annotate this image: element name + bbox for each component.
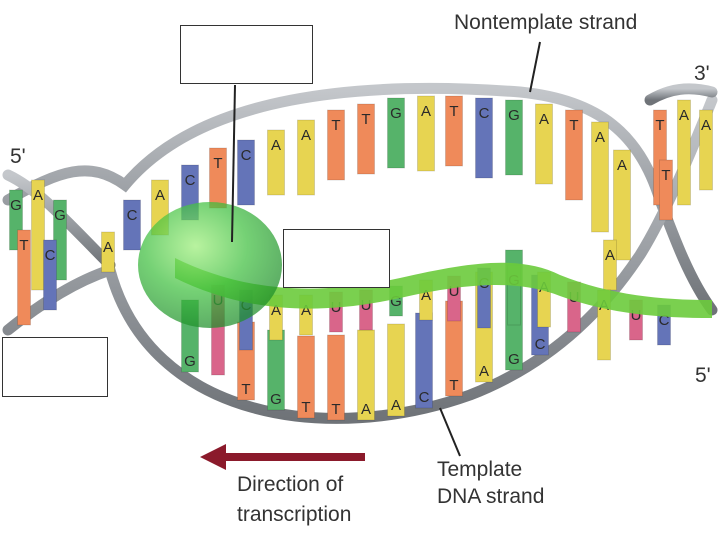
template-base-letter: T: [241, 381, 250, 398]
nontemplate-base-rung: [327, 109, 345, 181]
nontemplate-base-rung: [267, 129, 285, 196]
template-base-letter: G: [184, 353, 196, 370]
template-base-letter: C: [419, 389, 430, 406]
nontemplate-base-rung: [387, 97, 405, 169]
left-helix-base-letter: T: [19, 237, 28, 254]
nontemplate-strand-label: Nontemplate strand: [454, 11, 638, 34]
nontemplate-base-rung: [591, 121, 609, 233]
nontemplate-base-letter: C: [479, 105, 490, 122]
right-helix-backbone-upper: [644, 83, 718, 106]
right-helix-base-letter: T: [655, 117, 664, 134]
nontemplate-base-letter: A: [271, 137, 281, 154]
direction-label-line1: Direction of: [237, 473, 344, 496]
left-helix-base-rung: [17, 229, 31, 326]
nontemplate-base-rung: [565, 109, 583, 201]
rna-base-letter: A: [301, 302, 311, 319]
rna-base-letter: A: [421, 287, 431, 304]
nontemplate-base-letter: T: [213, 155, 222, 172]
template-base-letter: A: [479, 363, 489, 380]
nontemplate-base-letter: G: [508, 107, 520, 124]
nontemplate-base-letter: C: [185, 172, 196, 189]
right-helix-base-rung: [659, 159, 673, 221]
nontemplate-base-letter: A: [595, 129, 605, 146]
template-base-letter: A: [391, 397, 401, 414]
blank-label-box-promoter[interactable]: [2, 337, 108, 397]
nontemplate-base-letter: A: [155, 187, 165, 204]
nontemplate-base-rung: [357, 103, 375, 175]
nontemplate-base-letter: A: [421, 103, 431, 120]
blank-label-box-polymerase[interactable]: [180, 25, 313, 84]
left-helix-base-rung: [43, 239, 57, 311]
rna-base-letter: U: [361, 297, 372, 314]
direction-label-line2: transcription: [237, 503, 352, 526]
template-label-line2: DNA strand: [437, 485, 545, 508]
nontemplate-base-letter: T: [449, 103, 458, 120]
template-base-letter: G: [270, 391, 282, 408]
direction-label: Direction of transcription: [237, 470, 351, 530]
nontemplate-base-letter: A: [539, 111, 549, 128]
nontemplate-base-rung: [417, 95, 435, 172]
blank-label-box-rna[interactable]: [283, 229, 390, 288]
nontemplate-base-rung: [123, 199, 141, 251]
right-helix-base-rung: [699, 109, 713, 191]
nontemplate-base-letter: T: [569, 117, 578, 134]
direction-arrow: [200, 444, 365, 470]
left-helix-base-letter: G: [10, 197, 22, 214]
rna-base-letter: U: [449, 283, 460, 300]
template-base-rung: [327, 334, 345, 421]
nontemplate-base-rung: [505, 99, 523, 176]
template-base-letter: T: [331, 401, 340, 418]
template-base-rung: [297, 335, 315, 419]
rna-polymerase: [138, 202, 282, 328]
left-helix-base-letter: A: [33, 187, 43, 204]
pointer-nontemplate: [529, 41, 541, 93]
rna-base-letter: U: [631, 307, 642, 324]
nontemplate-base-rung: [445, 95, 463, 167]
nontemplate-base-rung: [297, 119, 315, 196]
left-helix-base-rung: [31, 179, 45, 291]
template-label-line1: Template: [437, 458, 523, 481]
rna-base-letter: A: [271, 302, 281, 319]
nontemplate-base-letter: A: [301, 127, 311, 144]
template-strand-label: Template DNA strand: [437, 456, 544, 510]
right-helix-base-letter: A: [701, 117, 711, 134]
rna-base-letter: G: [390, 293, 402, 310]
nontemplate-base-letter: T: [361, 111, 370, 128]
five-prime-left-label: 5': [10, 145, 26, 168]
five-prime-right-label: 5': [695, 364, 711, 387]
left-helix-base-letter: C: [45, 247, 56, 264]
right-helix-base-rung: [677, 99, 691, 206]
pointer-box-1: [231, 84, 236, 243]
nontemplate-base-letter: A: [617, 157, 627, 174]
nontemplate-base-letter: G: [390, 105, 402, 122]
right-helix-base-letter: T: [661, 167, 670, 184]
right-helix-base-letter: A: [679, 107, 689, 124]
nontemplate-base-rung: [475, 97, 493, 179]
left-helix-base-letter: A: [103, 239, 113, 256]
nontemplate-base-rung: [535, 103, 553, 185]
left-helix-base-letter: G: [54, 207, 66, 224]
left-helix-base-rung: [101, 231, 115, 273]
template-base-letter: T: [449, 377, 458, 394]
nontemplate-base-letter: C: [127, 207, 138, 224]
template-base-letter: G: [508, 351, 520, 368]
pointer-template: [439, 407, 461, 457]
rna-strand: [175, 258, 712, 318]
template-base-letter: C: [535, 336, 546, 353]
nontemplate-base-rung: [613, 149, 631, 261]
template-base-rung: [387, 323, 405, 417]
pointer-lines: [231, 41, 541, 457]
three-prime-label: 3': [694, 62, 710, 85]
template-base-letter: A: [361, 401, 371, 418]
nontemplate-base-letter: T: [331, 117, 340, 134]
rna-base-letter: C: [659, 312, 670, 329]
right-helix-base-letter: A: [605, 247, 615, 264]
template-base-letter: T: [301, 399, 310, 416]
nontemplate-base-rung: [237, 139, 255, 206]
nontemplate-base-letter: C: [241, 147, 252, 164]
